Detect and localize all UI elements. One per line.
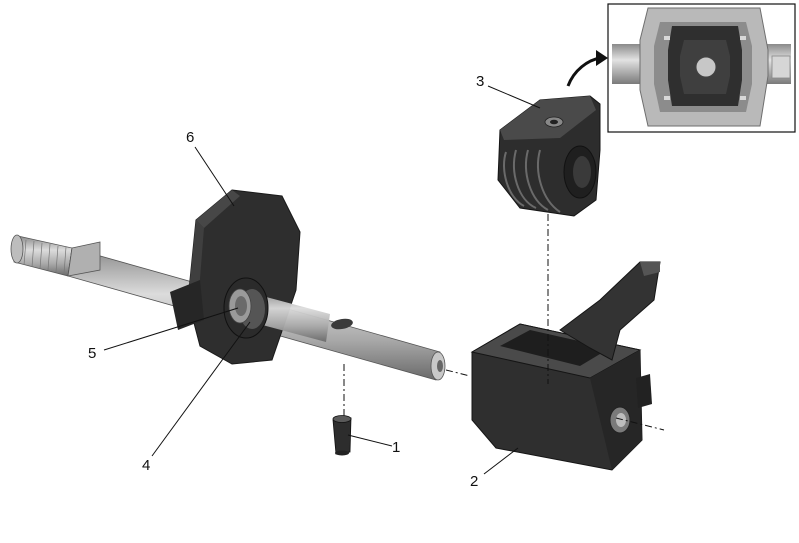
axis-lines [343, 214, 665, 431]
callout-6: 6 [186, 129, 194, 146]
bearing-block-3 [497, 95, 601, 217]
detail-inset [607, 3, 796, 133]
splined-shaft-end [10, 234, 73, 277]
shaft-tip [430, 351, 446, 381]
callout-5: 5 [88, 345, 96, 362]
callout-2: 2 [470, 473, 478, 490]
shaft-cross-hole [331, 318, 353, 330]
leader-lines [103, 85, 541, 475]
callout-1: 1 [392, 439, 400, 456]
lever-plate-6 [170, 189, 301, 365]
washer-5 [228, 288, 252, 324]
callout-3: 3 [476, 73, 484, 90]
housing-2 [470, 261, 661, 471]
shaft-assembly [10, 189, 446, 381]
inset-pointer-arrow [566, 50, 608, 87]
callout-4: 4 [142, 457, 150, 474]
pin-1 [332, 415, 352, 456]
